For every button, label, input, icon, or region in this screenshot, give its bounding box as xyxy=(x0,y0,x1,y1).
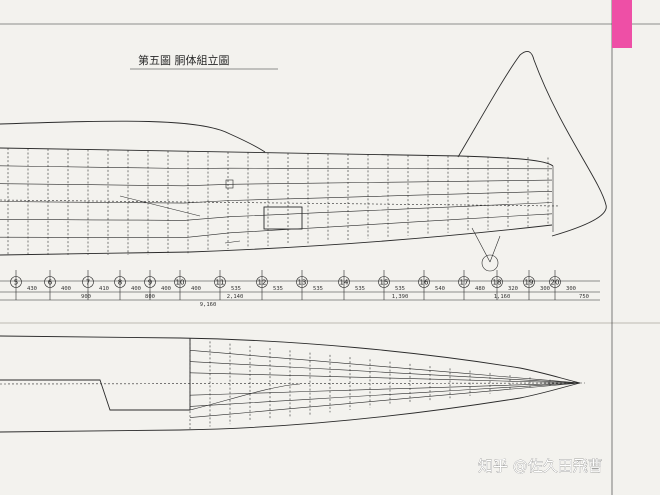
station-number: 9 xyxy=(148,279,152,287)
station-spacing: 410 xyxy=(99,286,109,292)
plan-stringer xyxy=(189,382,581,407)
plan-stringer xyxy=(189,350,581,384)
station-marker: 9 xyxy=(144,270,156,300)
station-spacing: 400 xyxy=(161,286,171,292)
station-spacing: 535 xyxy=(395,286,405,292)
canopy-fairing-line xyxy=(0,120,266,153)
dimension-total: 2,140 xyxy=(227,294,244,300)
plan-bottom-outline xyxy=(0,382,581,433)
drawing-title: 第五圖 胴体組立圖 xyxy=(138,53,230,67)
stiffener-b xyxy=(224,240,241,244)
station-spacing: 400 xyxy=(61,286,71,292)
station-number: 8 xyxy=(118,279,122,287)
tailwheel xyxy=(481,254,499,272)
station-marker: 15 xyxy=(378,270,390,300)
side-stringers xyxy=(0,165,553,239)
station-spacing: 300 xyxy=(566,286,576,292)
station-marker: 7 xyxy=(82,270,94,300)
station-number: 14 xyxy=(340,279,349,287)
side-stringer xyxy=(0,165,553,170)
side-top-outline xyxy=(0,147,554,167)
tailwheel-strut xyxy=(471,227,501,263)
station-number: 6 xyxy=(48,279,53,287)
station-number: 12 xyxy=(258,279,267,287)
watermark-text: 知乎 @佐久田飛曹 xyxy=(478,457,603,475)
station-marker: 17 xyxy=(458,270,470,300)
plan-stringer xyxy=(189,382,581,396)
station-marker: 13 xyxy=(296,270,308,300)
dimension-total: 750 xyxy=(579,294,589,300)
station-spacing: 430 xyxy=(27,286,37,292)
dimension-total: 1,390 xyxy=(392,294,409,300)
plan-fillet xyxy=(189,383,301,411)
station-number: 20 xyxy=(551,279,560,287)
side-stringer xyxy=(0,202,553,221)
side-stringer xyxy=(0,179,553,187)
plan-top-outline xyxy=(0,335,581,384)
station-number: 7 xyxy=(86,279,90,287)
station-row: 5 6 7 8 9 10 11 12 13 14 15 16 17 18 19 20 430 400 410 400… xyxy=(0,270,600,308)
plan-stringers xyxy=(189,350,581,418)
station-spacing: 535 xyxy=(313,286,323,292)
station-number: 5 xyxy=(14,279,18,287)
dimension-totals: 900 800 2,140 1,390 1,160 750 9,160 xyxy=(81,294,589,308)
station-spacing: 480 xyxy=(475,286,485,292)
side-stringer xyxy=(0,191,553,204)
station-spacing: 320 xyxy=(508,286,518,292)
station-spacing: 535 xyxy=(273,286,283,292)
station-number: 19 xyxy=(525,279,534,287)
dimension-total: 1,160 xyxy=(494,294,511,300)
station-marker: 12 xyxy=(256,270,268,300)
plan-frames xyxy=(189,339,571,429)
station-number: 10 xyxy=(176,279,185,287)
station-spacing: 535 xyxy=(355,286,365,292)
station-spacing: 535 xyxy=(231,286,241,292)
station-marker: 18 xyxy=(491,270,503,300)
station-marker: 19 xyxy=(523,270,535,300)
station-marker: 14 xyxy=(338,270,350,300)
station-circles: 5 6 7 8 9 10 11 12 13 14 15 16 17 18 19 20 xyxy=(10,270,561,300)
side-bottom-outline xyxy=(0,224,553,256)
station-spacing: 540 xyxy=(435,286,445,292)
station-marker: 6 xyxy=(44,270,56,300)
station-number: 15 xyxy=(380,279,389,287)
station-marker: 5 xyxy=(10,270,22,300)
side-view xyxy=(0,50,607,272)
access-hatch xyxy=(263,206,303,230)
plan-centerline xyxy=(0,382,586,385)
station-number: 16 xyxy=(420,279,429,287)
station-spacings: 430 400 410 400 400 400 535 535 535 535 535 540 480 3… xyxy=(27,286,576,292)
pink-marker-tab xyxy=(612,0,632,48)
station-number: 17 xyxy=(460,279,469,287)
station-number: 11 xyxy=(216,279,225,287)
dimension-total: 900 xyxy=(81,294,91,300)
station-marker: 20 xyxy=(549,270,561,300)
side-frames xyxy=(7,148,549,255)
fin-leading-edge xyxy=(457,50,607,237)
total-dimension: 9,160 xyxy=(200,302,217,308)
plan-wing-root xyxy=(0,338,191,411)
side-centerline xyxy=(0,199,561,207)
station-spacing: 400 xyxy=(191,286,201,292)
side-stringer xyxy=(0,213,553,239)
station-spacing: 400 xyxy=(131,286,141,292)
station-marker: 16 xyxy=(418,270,430,300)
station-number: 18 xyxy=(493,279,502,287)
station-marker: 10 xyxy=(174,270,186,300)
plan-stringer xyxy=(189,382,581,418)
dimension-total: 800 xyxy=(145,294,155,300)
plan-view xyxy=(0,335,586,433)
station-marker: 8 xyxy=(114,270,126,300)
plan-stringer xyxy=(189,361,581,384)
station-spacing: 300 xyxy=(540,286,550,292)
stiffener-a xyxy=(119,195,201,217)
station-marker: 11 xyxy=(214,270,226,300)
plan-stringer xyxy=(189,372,581,384)
station-number: 13 xyxy=(298,279,307,287)
